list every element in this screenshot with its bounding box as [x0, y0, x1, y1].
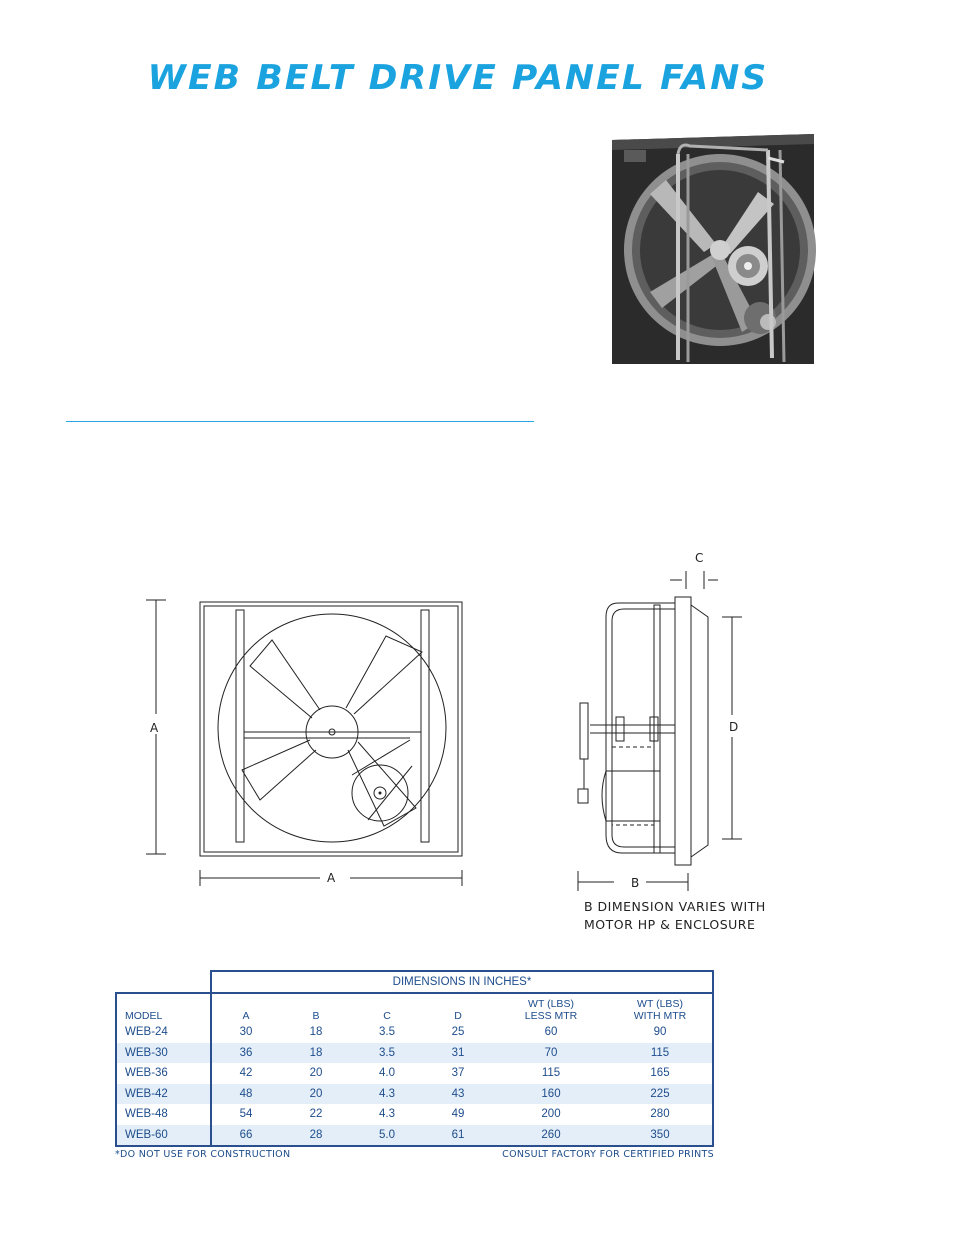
dimensions-group-header: DIMENSIONS IN INCHES*	[210, 970, 714, 993]
dimension-a-vertical-label: A	[150, 721, 160, 735]
table-header-row: MODEL A B C D WT (LBS)LESS MTR WT (LBS)W…	[115, 992, 714, 1022]
footnote-certified-prints: CONSULT FACTORY FOR CERTIFIED PRINTS	[502, 1149, 714, 1160]
note-line-1: B DIMENSION VARIES WITH	[584, 899, 766, 914]
col-wt-less-mtr: WT (LBS)LESS MTR	[494, 992, 608, 1022]
section-divider	[66, 421, 534, 422]
dimension-c-label: C	[695, 551, 705, 565]
col-wt-with-mtr: WT (LBS)WITH MTR	[608, 992, 714, 1022]
col-model: MODEL	[115, 992, 211, 1022]
front-view-diagram	[146, 599, 463, 886]
fan-product-photo	[612, 134, 816, 364]
b-dimension-note: B DIMENSION VARIES WITH MOTOR HP & ENCLO…	[584, 898, 766, 934]
dimensions-table: DIMENSIONS IN INCHES* MODEL A B C D WT (…	[115, 970, 714, 1147]
col-d: D	[422, 992, 494, 1022]
dimension-b-label: B	[631, 876, 641, 890]
col-b: B	[280, 992, 352, 1022]
note-line-2: MOTOR HP & ENCLOSURE	[584, 917, 756, 932]
col-c: C	[352, 992, 422, 1022]
footnote-construction: *DO NOT USE FOR CONSTRUCTION	[115, 1149, 291, 1160]
page-title: WEB BELT DRIVE PANEL FANS	[147, 58, 769, 98]
dimension-d-label: D	[729, 720, 740, 734]
dimension-a-horizontal-label: A	[327, 871, 337, 885]
col-a: A	[210, 992, 280, 1022]
side-view-diagram	[577, 571, 742, 891]
